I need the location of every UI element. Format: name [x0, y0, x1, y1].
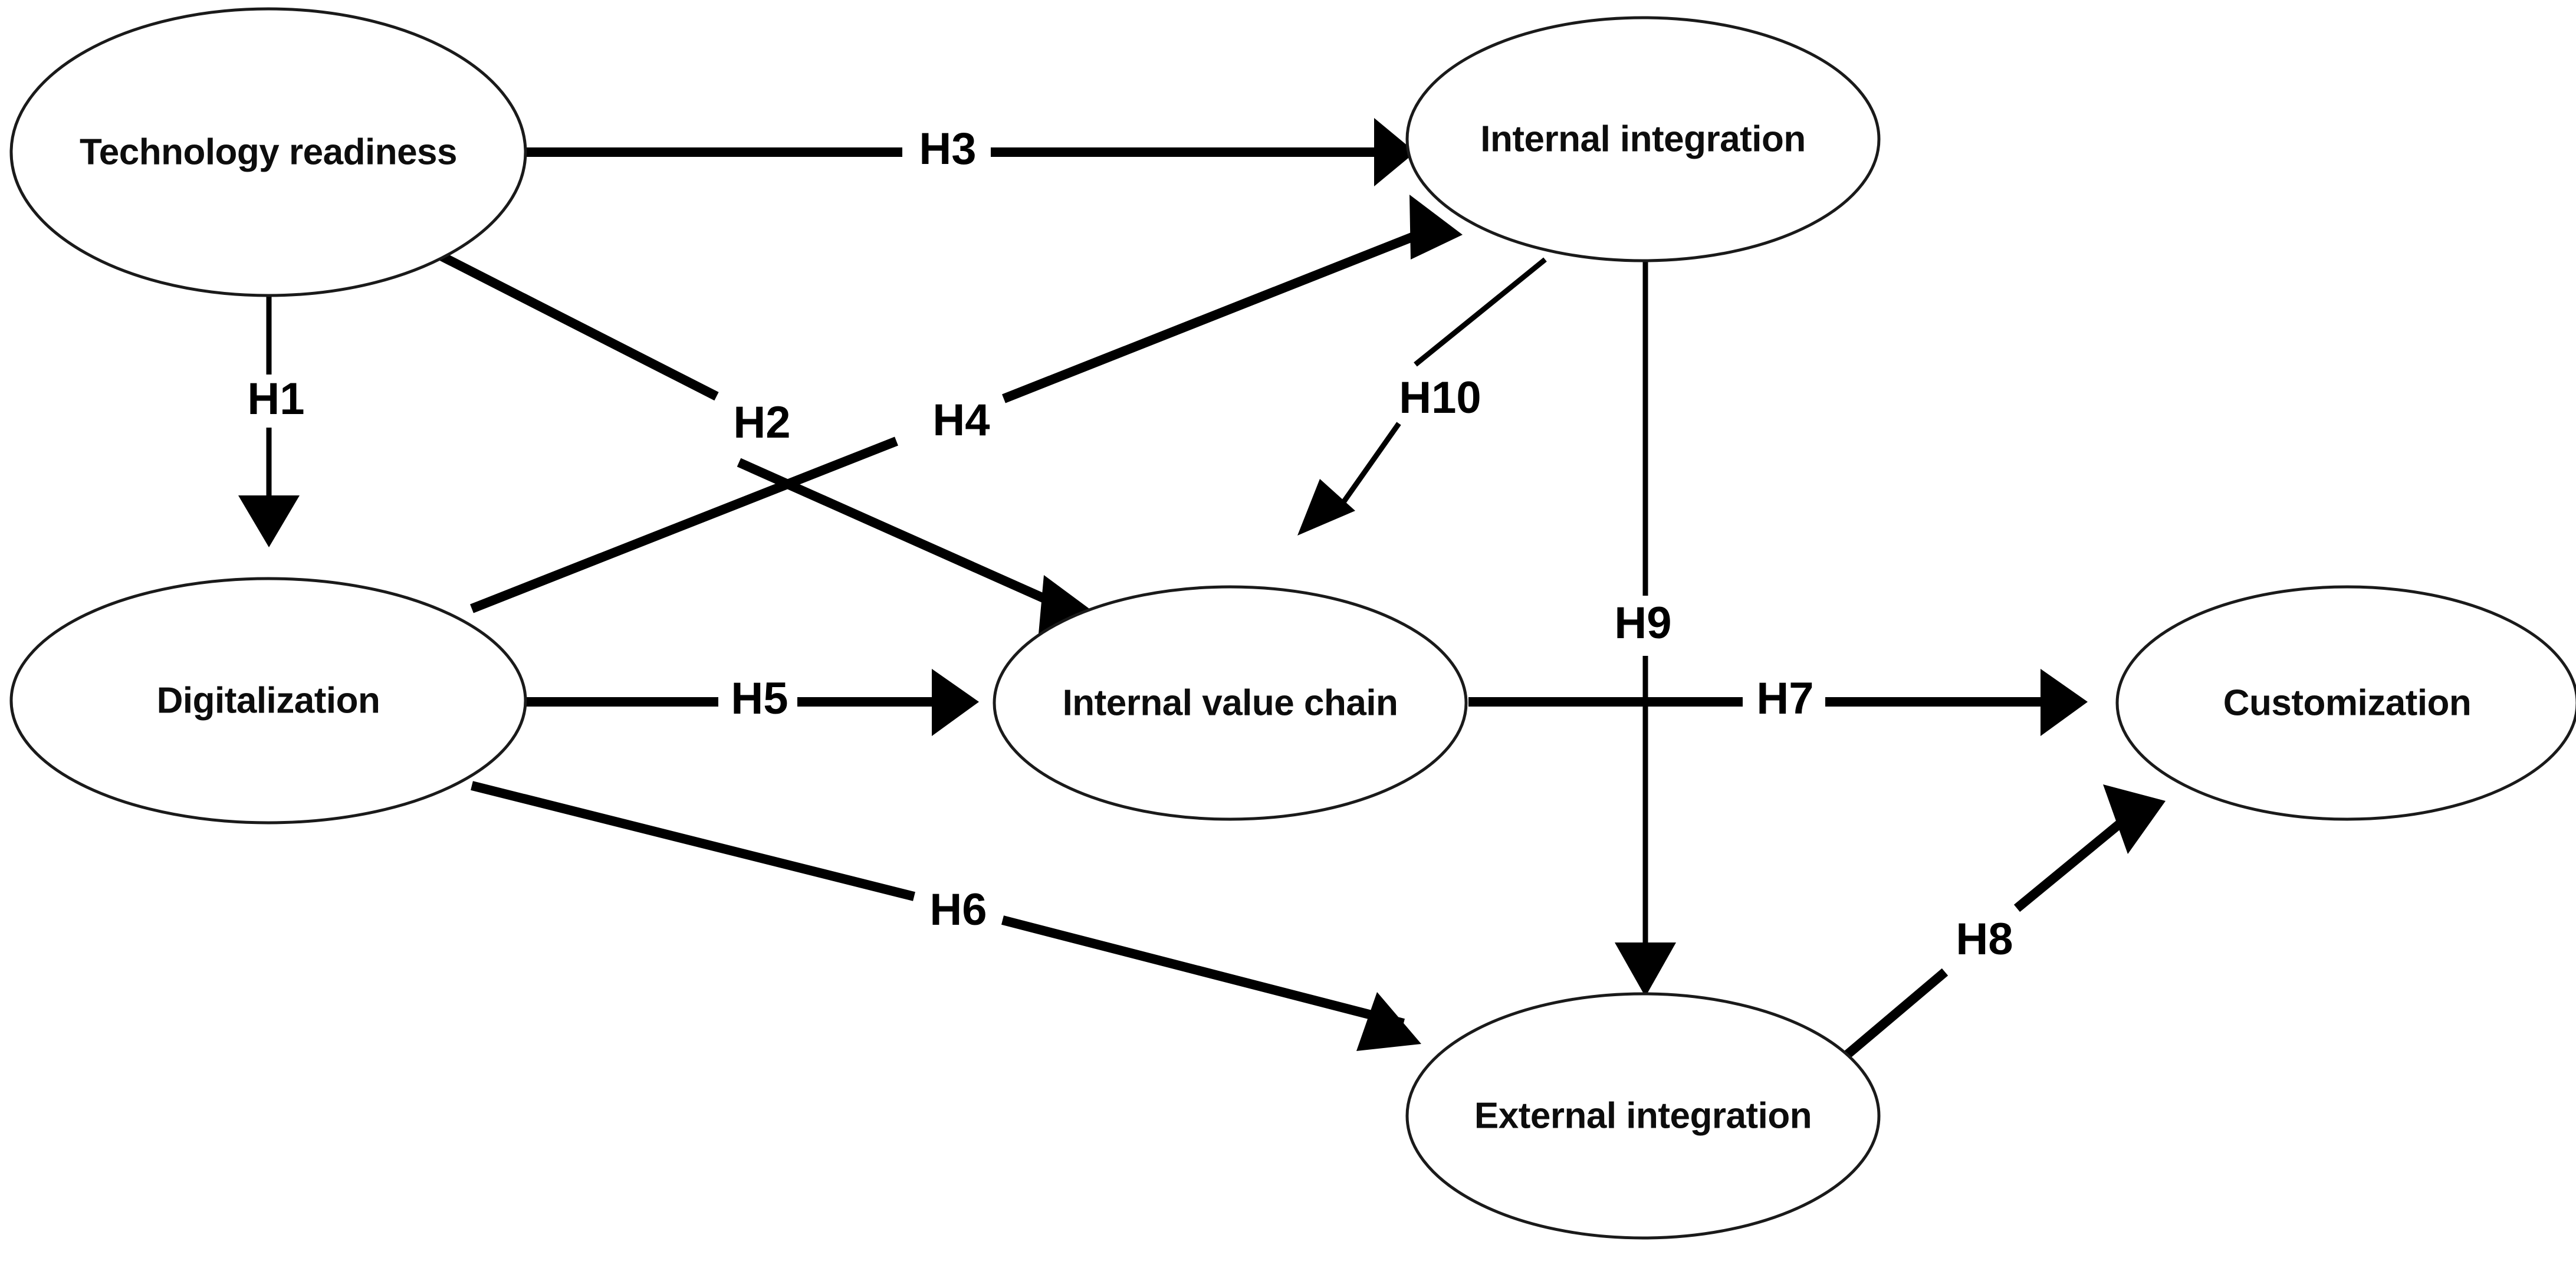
edge-h4-arrowhead — [1409, 195, 1463, 260]
node-technology-readiness[interactable]: Technology readiness — [9, 7, 527, 297]
node-digitalization[interactable]: Digitalization — [9, 577, 527, 825]
edge-h4-segment-lower — [470, 436, 898, 613]
edge-h8-arrowhead — [2103, 784, 2166, 854]
edge-h10-segment-upper — [1414, 257, 1547, 367]
edge-h8-segment-upper — [2013, 817, 2127, 912]
edge-label-h3: H3 — [919, 124, 976, 174]
edge-h6-arrowhead — [1356, 992, 1421, 1051]
edge-h10: H10 — [1297, 257, 1547, 536]
node-internal-integration-shape[interactable] — [1405, 16, 1881, 262]
edge-h1-arrowhead — [238, 495, 300, 547]
edge-label-h7: H7 — [1756, 674, 1813, 724]
node-internal-value-chain-shape[interactable] — [993, 585, 1468, 821]
node-technology-readiness-label: Technology readiness — [80, 132, 457, 172]
edge-h7: H7 — [1468, 669, 2088, 736]
edge-h7-arrowhead — [2041, 669, 2088, 736]
node-external-integration-label: External integration — [1474, 1095, 1812, 1136]
edge-label-h5: H5 — [731, 674, 788, 724]
edge-label-h1: H1 — [247, 374, 304, 424]
edge-h1: H1 — [238, 277, 305, 547]
edge-label-h4: H4 — [932, 395, 990, 445]
edge-h9-arrowhead — [1615, 942, 1676, 997]
edge-h10-arrowhead — [1297, 479, 1355, 536]
edge-h5-arrowhead — [932, 669, 979, 736]
edge-h3: H3 — [519, 118, 1415, 186]
node-technology-readiness-shape[interactable] — [9, 7, 527, 297]
node-internal-value-chain[interactable]: Internal value chain — [993, 585, 1468, 821]
edge-h2-arrowhead — [1038, 575, 1100, 641]
edge-h5: H5 — [495, 669, 979, 736]
edge-h4: H4 — [470, 195, 1463, 613]
edge-h8: H8 — [1842, 784, 2166, 1060]
node-digitalization-label: Digitalization — [157, 680, 380, 721]
edge-label-h10: H10 — [1399, 373, 1481, 423]
edge-h6: H6 — [471, 781, 1421, 1051]
edge-h8-segment-lower — [1842, 968, 1949, 1060]
edge-label-h6: H6 — [929, 885, 987, 935]
node-internal-integration-label: Internal integration — [1480, 119, 1805, 159]
edge-h3-arrowhead — [1374, 118, 1415, 186]
node-customization[interactable]: Customization — [2115, 585, 2576, 821]
edge-h10-segment-lower — [1338, 422, 1401, 509]
node-digitalization-shape[interactable] — [9, 577, 527, 825]
edge-label-h2: H2 — [733, 398, 790, 448]
node-customization-shape[interactable] — [2115, 585, 2576, 821]
edge-label-h9: H9 — [1614, 598, 1671, 648]
node-external-integration-shape[interactable] — [1405, 992, 1881, 1240]
edge-label-h8: H8 — [1956, 914, 2013, 964]
edge-h6-segment-right — [1001, 915, 1405, 1028]
node-internal-value-chain-label: Internal value chain — [1063, 682, 1398, 723]
edge-h6-segment-left — [471, 781, 915, 901]
node-internal-integration[interactable]: Internal integration — [1405, 16, 1881, 262]
edge-h9: H9 — [1614, 260, 1676, 997]
edge-h4-segment-upper — [1002, 221, 1444, 403]
node-external-integration[interactable]: External integration — [1405, 992, 1881, 1240]
edge-h2-segment-upper — [434, 249, 719, 401]
node-customization-label: Customization — [2223, 682, 2472, 723]
